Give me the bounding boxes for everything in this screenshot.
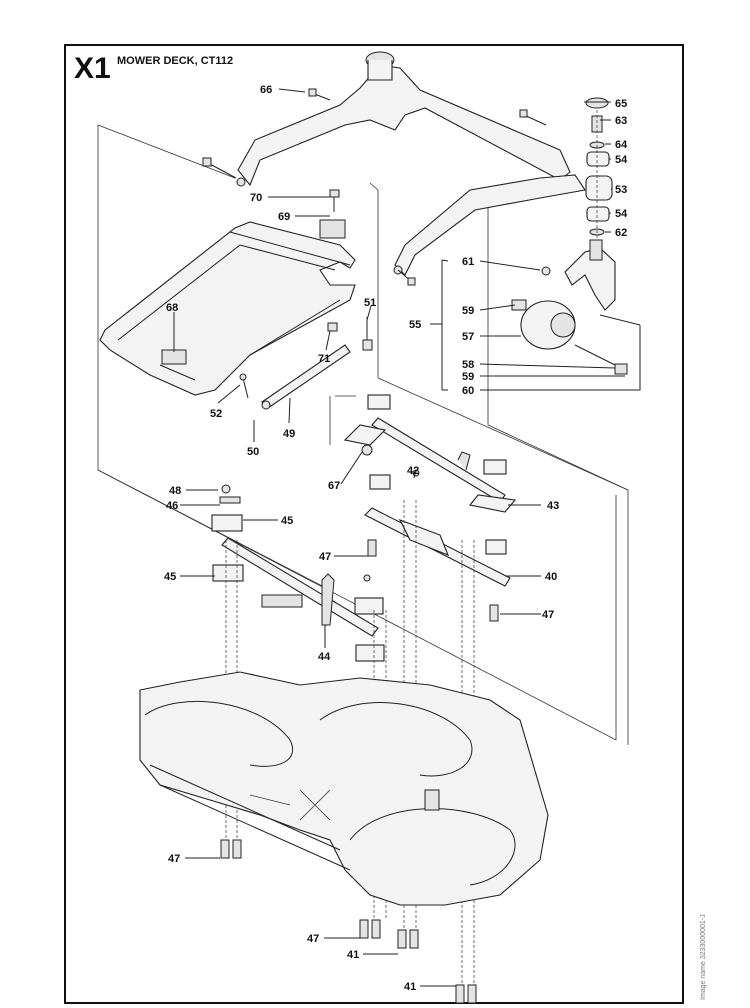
callout-labels: 66 65 63 64 54 53 54 62 70 69 61 68 51 5… (164, 84, 628, 993)
callout-47-bracket: 47 (542, 609, 554, 621)
callout-44: 44 (318, 651, 331, 663)
callout-45-lower: 45 (164, 571, 176, 583)
front-lift-bracket (202, 51, 571, 187)
callout-42: 42 (407, 465, 419, 477)
callout-64: 64 (615, 139, 628, 151)
callout-47-deck-mid: 47 (307, 933, 319, 945)
callout-41-mid: 41 (347, 949, 359, 961)
rear-cross-shaft (343, 394, 517, 555)
adjustment-rod (261, 344, 351, 410)
callout-49: 49 (283, 428, 295, 440)
callout-54-upper: 54 (615, 154, 628, 166)
assembly-outline-lines (97, 124, 629, 745)
callout-48: 48 (169, 485, 181, 497)
callout-68: 68 (166, 302, 178, 314)
callout-58: 58 (462, 359, 474, 371)
callout-66: 66 (260, 84, 272, 96)
callout-41-bottom: 41 (404, 981, 416, 993)
small-hardware (239, 189, 373, 399)
callout-67: 67 (328, 480, 340, 492)
callout-51: 51 (364, 297, 376, 309)
callout-61: 61 (462, 256, 474, 268)
callout-57: 57 (462, 331, 474, 343)
callout-70: 70 (250, 192, 262, 204)
callout-62: 62 (615, 227, 627, 239)
front-guard-frame (99, 219, 356, 396)
callout-50: 50 (247, 446, 259, 458)
callout-53: 53 (615, 184, 627, 196)
callout-54-lower: 54 (615, 208, 628, 220)
callout-47-shaft: 47 (319, 551, 331, 563)
callout-69: 69 (278, 211, 290, 223)
callout-55: 55 (409, 319, 421, 331)
section-code: X1 (74, 52, 111, 85)
diagram-frame (64, 44, 684, 1004)
callout-60: 60 (462, 385, 474, 397)
callout-65: 65 (615, 98, 627, 110)
callout-40: 40 (545, 571, 557, 583)
callout-59-upper: 59 (462, 305, 474, 317)
rear-lift-arm (393, 109, 586, 286)
callout-59-lower: 59 (462, 371, 474, 383)
callout-45-upper: 45 (281, 515, 293, 527)
deck-bolts (220, 539, 499, 1004)
caster-wheel-assembly (511, 239, 641, 375)
callout-47-deck-left: 47 (168, 853, 180, 865)
callout-52: 52 (210, 408, 222, 420)
wheel-pivot-stack (585, 97, 613, 240)
callout-63: 63 (615, 115, 627, 127)
callout-43: 43 (547, 500, 559, 512)
leader-lines (173, 88, 641, 987)
mower-deck-housing (139, 671, 549, 906)
callout-46: 46 (166, 500, 178, 512)
callout-71: 71 (318, 353, 330, 365)
diagram-title: MOWER DECK, CT112 (117, 55, 234, 67)
